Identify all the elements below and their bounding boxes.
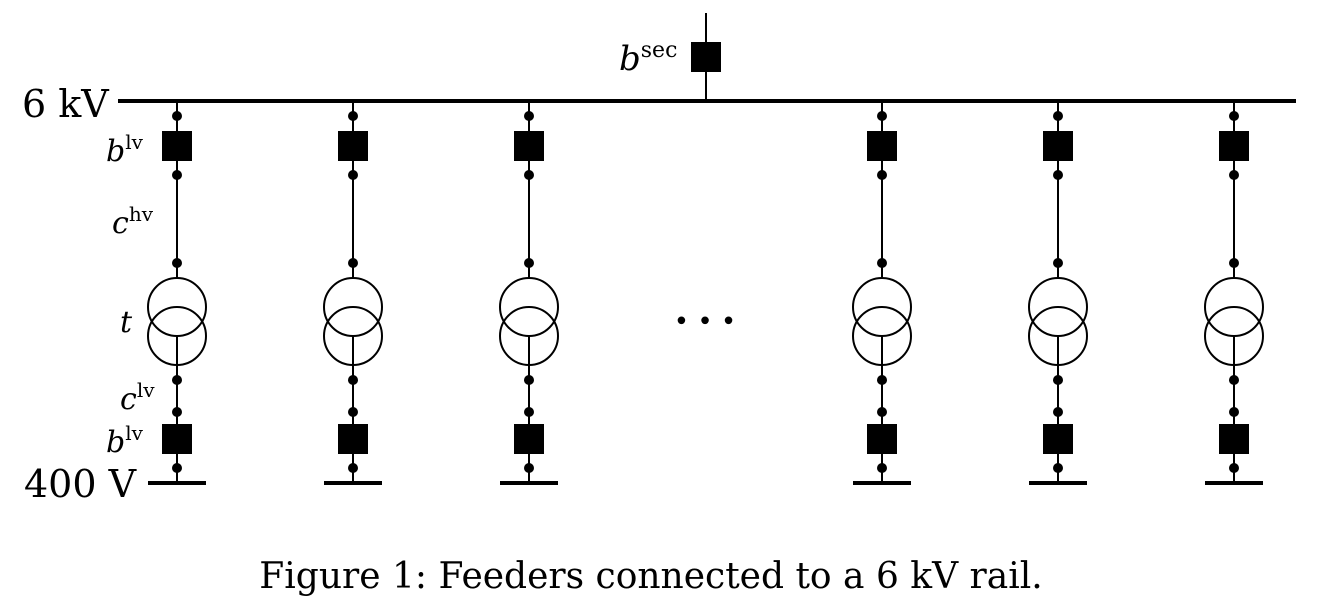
- hv-rail-label: 6 kV: [22, 82, 109, 126]
- sec-breaker-branch: [691, 13, 721, 101]
- connection-node: [877, 170, 887, 180]
- transformer-secondary-winding: [499, 306, 559, 366]
- connection-node: [1053, 375, 1063, 385]
- hv-cable-label: chv: [112, 202, 154, 241]
- connection-node: [172, 111, 182, 121]
- feeder-1: [147, 101, 207, 485]
- connection-node: [1053, 463, 1063, 473]
- connection-node: [524, 463, 534, 473]
- connection-node: [1229, 375, 1239, 385]
- connection-node: [877, 463, 887, 473]
- lv-breaker-bottom: [338, 424, 368, 454]
- connection-node: [348, 375, 358, 385]
- lv-breaker-top: [1219, 131, 1249, 161]
- connection-node: [172, 258, 182, 268]
- figure-caption: Figure 1: Feeders connected to a 6 kV ra…: [259, 556, 1042, 597]
- connection-node: [877, 407, 887, 417]
- transformer-secondary-winding: [323, 306, 383, 366]
- connection-node: [524, 375, 534, 385]
- lv-breaker-top: [1043, 131, 1073, 161]
- lv-cable-label: clv: [120, 378, 155, 417]
- feeder-6: [1204, 101, 1264, 485]
- feeder-4: [852, 101, 912, 485]
- transformer-secondary-winding: [1028, 306, 1088, 366]
- feeder-ellipsis: • • •: [674, 307, 737, 337]
- feeder-2: [323, 101, 383, 485]
- lv-breaker-bottom: [1043, 424, 1073, 454]
- feeder-3: [499, 101, 559, 485]
- connection-node: [172, 375, 182, 385]
- lv-breaker-bottom: [162, 424, 192, 454]
- feeder-5: [1028, 101, 1088, 485]
- connection-node: [348, 111, 358, 121]
- connection-node: [1053, 258, 1063, 268]
- connection-node: [172, 463, 182, 473]
- transformer-secondary-winding: [147, 306, 207, 366]
- lv-breaker-bottom: [1219, 424, 1249, 454]
- connection-node: [877, 375, 887, 385]
- lv-breaker-top: [867, 131, 897, 161]
- transformer-label: t: [120, 305, 133, 340]
- lv-breaker-bottom-label: blv: [106, 421, 144, 460]
- lv-breaker-top-label: blv: [106, 130, 144, 169]
- lv-breaker-top: [162, 131, 192, 161]
- lv-breaker-top: [514, 131, 544, 161]
- connection-node: [348, 463, 358, 473]
- sec-breaker-label: bsec: [619, 38, 677, 79]
- connection-node: [524, 258, 534, 268]
- connection-node: [877, 111, 887, 121]
- feeders: [147, 101, 1264, 485]
- connection-node: [1053, 407, 1063, 417]
- lv-breaker-bottom: [514, 424, 544, 454]
- connection-node: [1229, 170, 1239, 180]
- connection-node: [1053, 170, 1063, 180]
- connection-node: [524, 111, 534, 121]
- connection-node: [1229, 463, 1239, 473]
- connection-node: [1229, 111, 1239, 121]
- connection-node: [172, 170, 182, 180]
- transformer-secondary-winding: [1204, 306, 1264, 366]
- connection-node: [524, 170, 534, 180]
- connection-node: [1229, 407, 1239, 417]
- connection-node: [172, 407, 182, 417]
- connection-node: [1053, 111, 1063, 121]
- connection-node: [524, 407, 534, 417]
- lv-breaker-bottom: [867, 424, 897, 454]
- sec-breaker: [691, 42, 721, 72]
- connection-node: [348, 170, 358, 180]
- lv-breaker-top: [338, 131, 368, 161]
- connection-node: [877, 258, 887, 268]
- connection-node: [1229, 258, 1239, 268]
- transformer-secondary-winding: [852, 306, 912, 366]
- connection-node: [348, 258, 358, 268]
- connection-node: [348, 407, 358, 417]
- lv-rail-label: 400 V: [24, 462, 137, 506]
